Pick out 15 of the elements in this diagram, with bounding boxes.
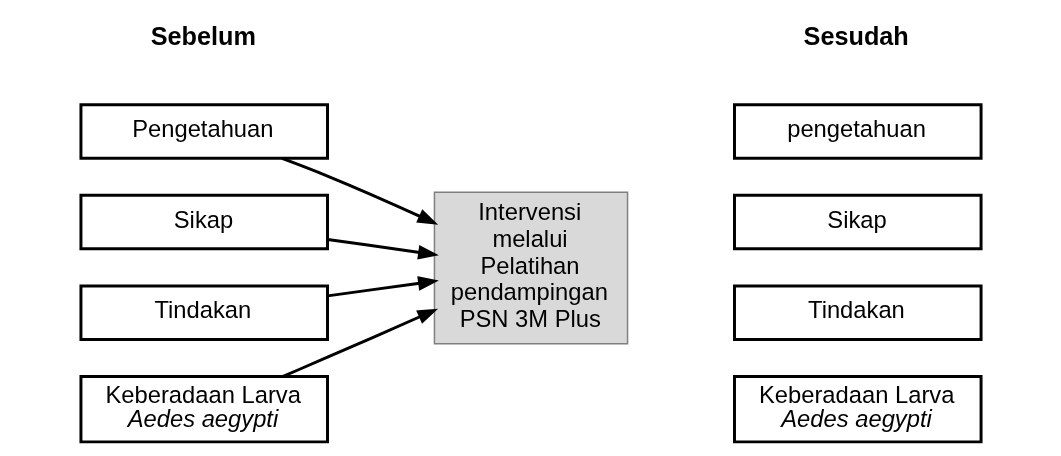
label: Sesudah [803, 22, 909, 51]
node-box: Pengetahuan [78, 103, 329, 160]
node-box: Intervensi melalui Pelatihan pendampingan PSN 3M Plus [433, 191, 628, 345]
arrow [282, 308, 438, 378]
node-box: Sikap [732, 193, 983, 251]
arrow [281, 156, 438, 225]
node-box: Keberadaan Larva Aedes aegypti [78, 375, 329, 444]
label: Sebelum [150, 22, 256, 51]
node-box: Keberadaan Larva Aedes aegypti [732, 375, 983, 444]
arrow [326, 237, 439, 260]
node-box: Sikap [78, 193, 329, 251]
arrow [326, 276, 439, 298]
node-box: Tindakan [732, 284, 983, 341]
node-box: Tindakan [78, 284, 329, 341]
node-box: pengetahuan [732, 103, 983, 160]
